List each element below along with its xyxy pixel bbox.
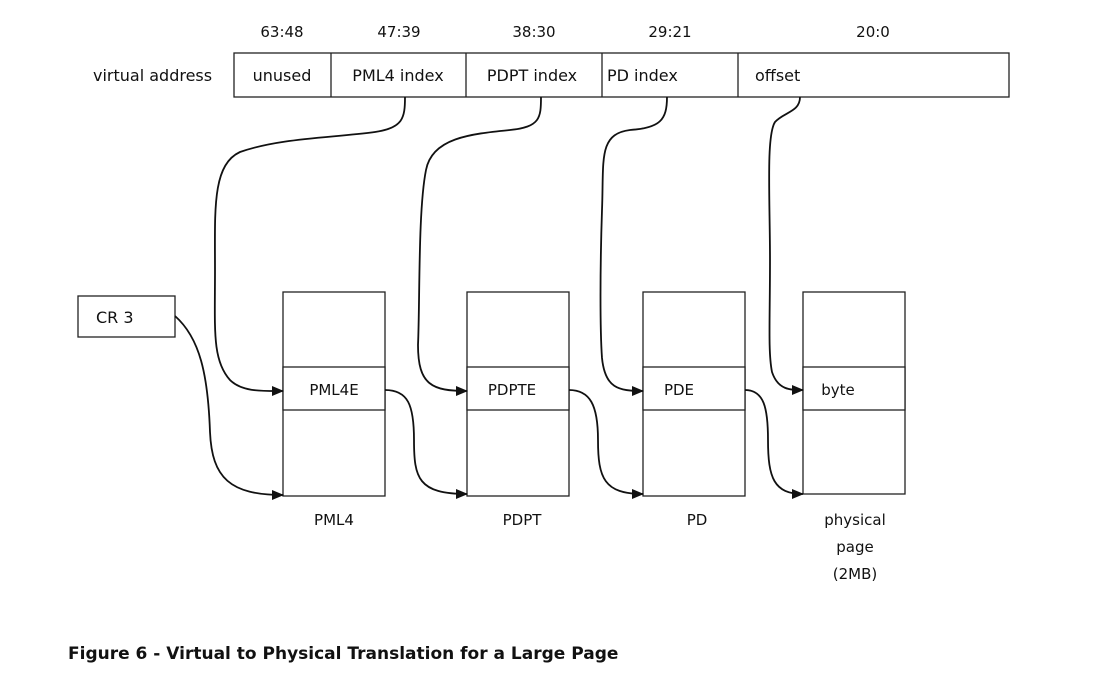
- field-offset: offset: [755, 66, 800, 85]
- field-pd-index: PD index: [607, 66, 678, 85]
- pde-to-physical-page-arrow: [744, 389, 804, 499]
- pml4e-to-pdpt-arrow: [384, 389, 468, 499]
- field-pdpt-index: PDPT index: [487, 66, 577, 85]
- bits-label-pdpt-index: 38:30: [512, 23, 555, 41]
- byte-entry: [802, 366, 906, 411]
- pde-entry-label: PDE: [664, 381, 694, 399]
- pdpt-index-arrow: [417, 96, 542, 396]
- cr3-register-box: [77, 295, 176, 338]
- pde-entry: [642, 366, 746, 411]
- physical-page-label-line-1: physical: [824, 511, 886, 529]
- cr3-to-pml4-arrow: [174, 315, 284, 500]
- pdpt-table-label: PDPT: [503, 511, 543, 529]
- physical-page-label-line-2: page: [836, 538, 873, 556]
- physical-page-label-line-3: (2MB): [833, 565, 877, 583]
- pdpte-to-pd-arrow: [568, 389, 644, 499]
- field-pml4-index: PML4 index: [352, 66, 443, 85]
- field-unused: unused: [253, 66, 312, 85]
- virtual-address-bar: [233, 52, 1010, 98]
- offset-arrow: [768, 96, 804, 395]
- bits-label-pml4-index: 47:39: [377, 23, 420, 41]
- pml4-table-label: PML4: [314, 511, 354, 529]
- bits-label-unused: 63:48: [260, 23, 303, 41]
- pd-table-label: PD: [687, 511, 708, 529]
- figure-caption: Figure 6 - Virtual to Physical Translati…: [68, 644, 619, 664]
- pdpte-entry-label: PDPTE: [488, 381, 536, 399]
- virtual-address-label: virtual address: [93, 66, 212, 85]
- cr3-register-label: CR 3: [96, 308, 134, 327]
- pd-index-arrow: [599, 96, 668, 396]
- bits-label-pd-index: 29:21: [648, 23, 691, 41]
- pml4-index-arrow: [213, 96, 406, 397]
- byte-entry-label: byte: [821, 381, 855, 399]
- bits-label-offset: 20:0: [856, 23, 890, 41]
- pml4e-entry-label: PML4E: [309, 381, 358, 399]
